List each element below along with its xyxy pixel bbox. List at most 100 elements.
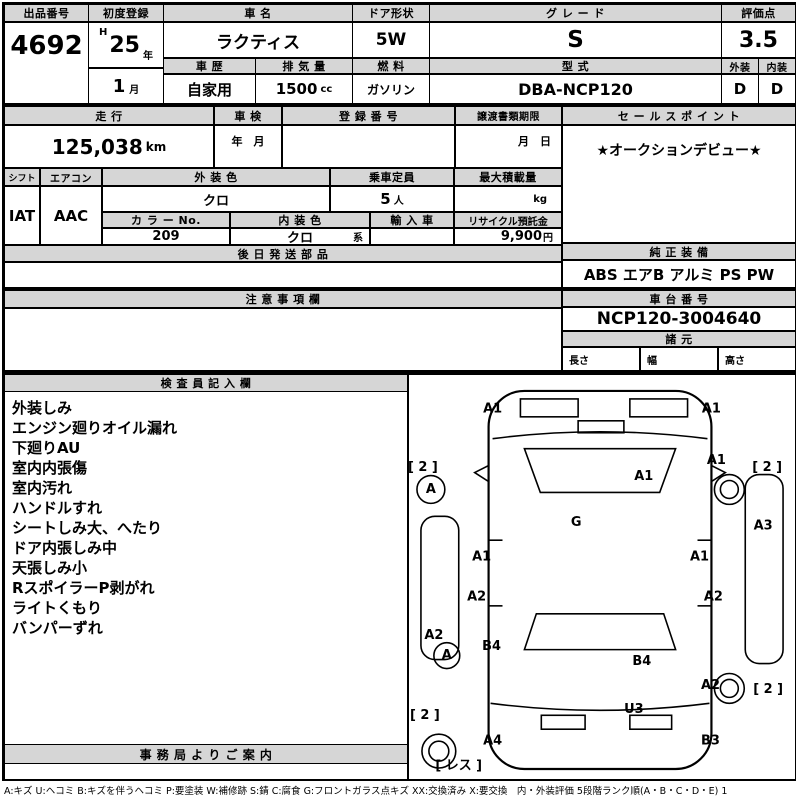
rear-window [523,613,677,651]
interior-color-suffix: 系 [353,233,363,244]
defect-item: バンパーずれ [12,619,103,637]
damage-marker: A [442,648,452,663]
max-load-label: 最大積載量 [479,171,537,184]
model-code-header: 型 式 [429,58,722,74]
exterior-color-text: クロ [202,193,229,209]
capacity-text: 5 [380,190,391,208]
color-number-header: カ ラ ー No. [102,212,230,228]
sales-point-value: ★オークションデビュー★ [562,125,796,243]
interior-grade-text: D [770,80,784,98]
first-reg-month-value: 1 [112,75,126,97]
transfer-deadline-label: 譲渡書類期限 [477,112,540,123]
equipment-text: ABS エアB アルミ PS PW [583,265,775,284]
left-taillight [540,714,586,731]
equipment-header: 純 正 装 備 [562,243,796,260]
auction-number-text: 4692 [10,31,83,61]
first-reg-year-unit: 年 [143,51,153,62]
mileage-header: 走 行 [4,106,214,125]
spec-length-label: 長さ [569,355,589,367]
displacement-unit: cc [320,83,333,95]
damage-marker: A1 [483,401,502,416]
shift-value: IAT [4,186,40,245]
exterior-grade-label: 外装 [729,62,751,74]
capacity-value: 5 人 [330,186,454,212]
shift-header: シフト [4,168,40,186]
rear-right-wheel [713,672,746,705]
shaken-text: 年 月 [231,135,265,148]
specs-header: 諸 元 [562,331,796,347]
exterior-color-label: 外 装 色 [194,171,238,184]
spec-height-label: 高さ [725,355,745,367]
model-code-label: 型 式 [561,60,590,73]
spare-wheel-inner [428,740,450,762]
car-history-label: 車 歴 [195,60,224,73]
defect-item: ドア内張しみ中 [12,539,118,557]
defect-item: シートしみ大、へたり [12,519,163,537]
fuel-header: 燃 料 [352,58,430,74]
damage-marker: A2 [424,628,443,643]
spare-wheel [421,733,457,769]
interior-color-value: クロ 系 [230,228,370,245]
inspector-header: 検 査 員 記 入 欄 [4,374,408,392]
sales-point-text: ★オークションデビュー★ [596,143,762,159]
interior-color-label: 内 装 色 [278,214,322,227]
interior-grade-label: 内装 [766,62,788,74]
transfer-deadline-value: 月 日 [455,125,562,168]
interior-grade-value: D [758,74,796,104]
sales-point-label: セ ー ル ス ポ イ ン ト [617,109,741,123]
damage-marker: A2 [467,589,486,604]
rear-left-wheel [433,641,461,670]
recycle-deposit-header: リサイクル預託金 [454,212,562,228]
damage-marker: [ 2 ] [410,708,440,723]
damage-marker: A3 [754,519,773,534]
damage-marker: [ 2 ] [753,682,783,697]
first-reg-era: H [99,27,108,38]
registration-number-value [282,125,455,168]
equipment-label: 純 正 装 備 [649,245,709,259]
max-load-header: 最大積載量 [454,168,562,186]
damage-marker: A1 [472,550,491,565]
recycle-deposit-text: 9,900 [500,229,542,244]
office-label: 事 務 局 よ り ご 案 内 [139,747,273,762]
transfer-deadline-text: 月 日 [518,135,551,148]
shaken-header: 車 検 [214,106,282,125]
damage-code-legend: A:キズ U:ヘコミ B:キズを伴うヘコミ P:要塗装 W:補修跡 S:錆 C:… [4,786,728,797]
aircon-header: エアコン [40,168,102,186]
car-name-text: ラクティス [216,32,300,53]
later-parts-value [4,262,562,288]
displacement-text: 1500 [275,80,318,98]
spec-width-label: 幅 [647,355,657,367]
capacity-unit: 人 [393,195,404,207]
car-outline [416,389,784,771]
exterior-color-header: 外 装 色 [102,168,330,186]
damage-marker: A1 [634,469,653,484]
interior-color-header: 内 装 色 [230,212,370,228]
first-reg-year-value: 25 [109,32,140,58]
shift-label: シフト [8,173,36,184]
grade-text: S [567,27,584,53]
damage-marker: A1 [707,453,726,468]
exterior-grade-header: 外装 [721,58,759,74]
damage-marker: A2 [701,678,720,693]
car-name-value: ラクティス [163,22,353,58]
specs-label: 諸 元 [665,333,693,346]
section-divider [2,370,796,374]
mileage-label: 走 行 [95,109,123,123]
import-car-label: 輸 入 車 [390,214,434,227]
right-headlight [629,398,689,418]
damage-marker: A2 [704,589,723,604]
recycle-deposit-unit: 円 [543,233,553,244]
shift-text: IAT [8,206,36,225]
section-divider [2,103,796,106]
door-shape-text: 5W [375,30,407,50]
damage-marker: [ レス ] [435,759,482,774]
registration-number-label: 登 録 番 号 [339,109,398,123]
damage-marker: B3 [701,734,720,749]
auction-number-header: 出品番号 [4,4,89,22]
model-code-text: DBA-NCP120 [518,79,633,99]
defect-item: 室内汚れ [12,479,73,497]
spec-width-cell: 幅 [640,347,718,371]
sales-point-header: セ ー ル ス ポ イ ン ト [562,106,796,125]
exterior-color-value: クロ [102,186,330,212]
